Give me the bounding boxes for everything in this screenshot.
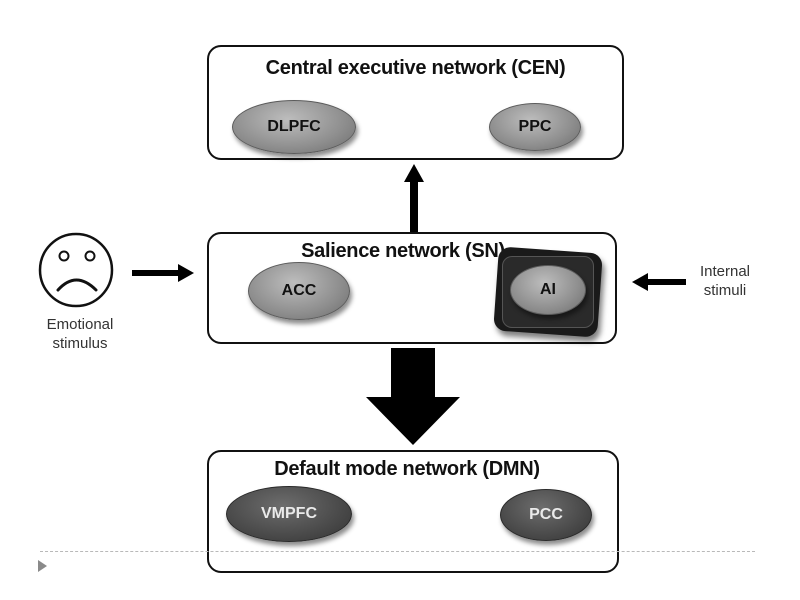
ai-node: AI <box>510 265 586 315</box>
acc-label: ACC <box>281 282 317 299</box>
emotional-stimulus-line2: stimulus <box>52 335 108 352</box>
ppc-label: PPC <box>518 118 552 135</box>
sad-face-icon <box>38 232 114 308</box>
vmpfc-label: VMPFC <box>261 505 317 522</box>
sn-to-dmn-arrow <box>366 348 460 445</box>
pcc-node: PCC <box>500 489 592 541</box>
emotional-stimulus-label: Emotional stimulus <box>30 315 130 353</box>
emotional-stimulus-line1: Emotional <box>46 316 114 333</box>
internal-stimuli-arrow <box>632 273 686 291</box>
sn-title: Salience network (SN) <box>301 240 505 262</box>
slide-divider <box>40 551 755 552</box>
sn-to-cen-arrow <box>404 164 424 232</box>
dlpfc-label: DLPFC <box>267 118 321 135</box>
emotional-stimulus-arrow <box>132 264 194 282</box>
ppc-node: PPC <box>489 103 581 151</box>
internal-stimuli-label: Internal stimuli <box>680 262 770 300</box>
bullet-triangle-icon <box>38 560 47 572</box>
pcc-label: PCC <box>529 506 563 523</box>
cen-title: Central executive network (CEN) <box>265 57 566 79</box>
internal-stimuli-line1: Internal <box>699 263 751 280</box>
vmpfc-node: VMPFC <box>226 486 352 542</box>
internal-stimuli-line2: stimuli <box>703 282 747 299</box>
dmn-title: Default mode network (DMN) <box>274 458 540 480</box>
ai-label: AI <box>540 281 556 298</box>
acc-node: ACC <box>248 262 350 320</box>
dlpfc-node: DLPFC <box>232 100 356 154</box>
